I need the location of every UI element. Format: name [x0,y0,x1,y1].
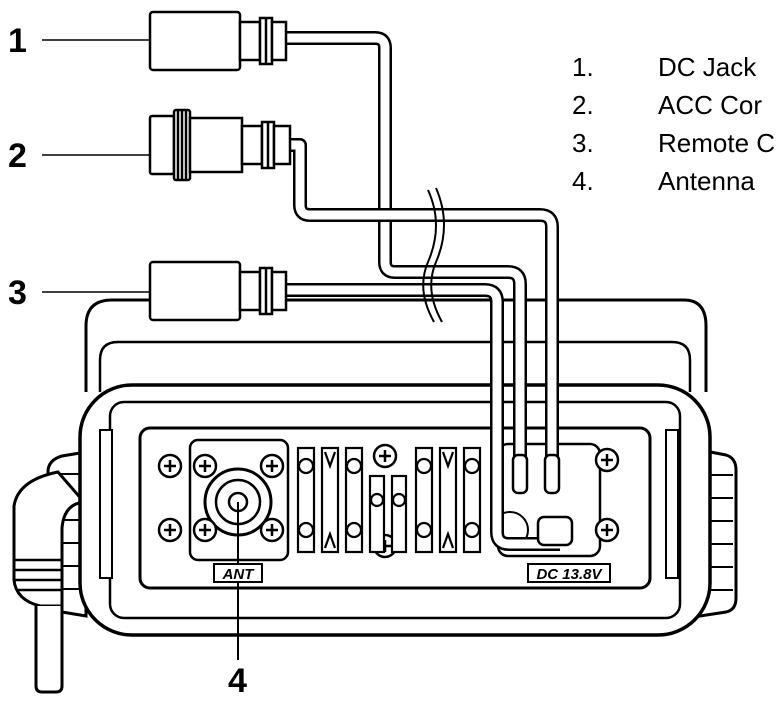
callout-4: 4 [228,662,247,700]
legend-item: 1. DC Jack [572,48,784,86]
legend-item: 2. ACC Cor [572,86,784,124]
remote-connector [148,260,288,322]
acc-connector [148,108,292,182]
legend-text: Antenna [658,166,755,196]
dc-jack-connector [148,10,288,72]
legend-number: 1. [572,52,594,82]
legend-text: Remote C [658,128,776,158]
radio-rear-shell-inner [98,340,692,392]
callout-1: 1 [8,22,27,60]
legend-text: DC Jack [658,52,757,82]
heatsink-fins [296,446,482,554]
legend-number: 4. [572,166,594,196]
mic-cord [34,606,64,694]
legend-number: 2. [572,90,594,120]
legend: 1. DC Jack 2. ACC Cor 3. Remote C 4. Ant… [572,48,784,200]
mic-cord-relief [12,470,88,608]
ant-label-box: ANT [213,563,263,583]
legend-text: ACC Cor [658,90,763,120]
callout-3: 3 [8,274,27,312]
right-rail [665,429,679,579]
ant-label: ANT [222,566,256,583]
cable-break-mark [422,189,437,323]
legend-number: 3. [572,128,594,158]
left-rail [99,429,113,579]
dc-label-box: DC 13.8V [527,563,611,583]
legend-item: 3. Remote C [572,124,784,162]
legend-item: 4. Antenna [572,162,784,200]
callout-2: 2 [8,137,27,175]
dc-label: DC 13.8V [536,566,603,583]
